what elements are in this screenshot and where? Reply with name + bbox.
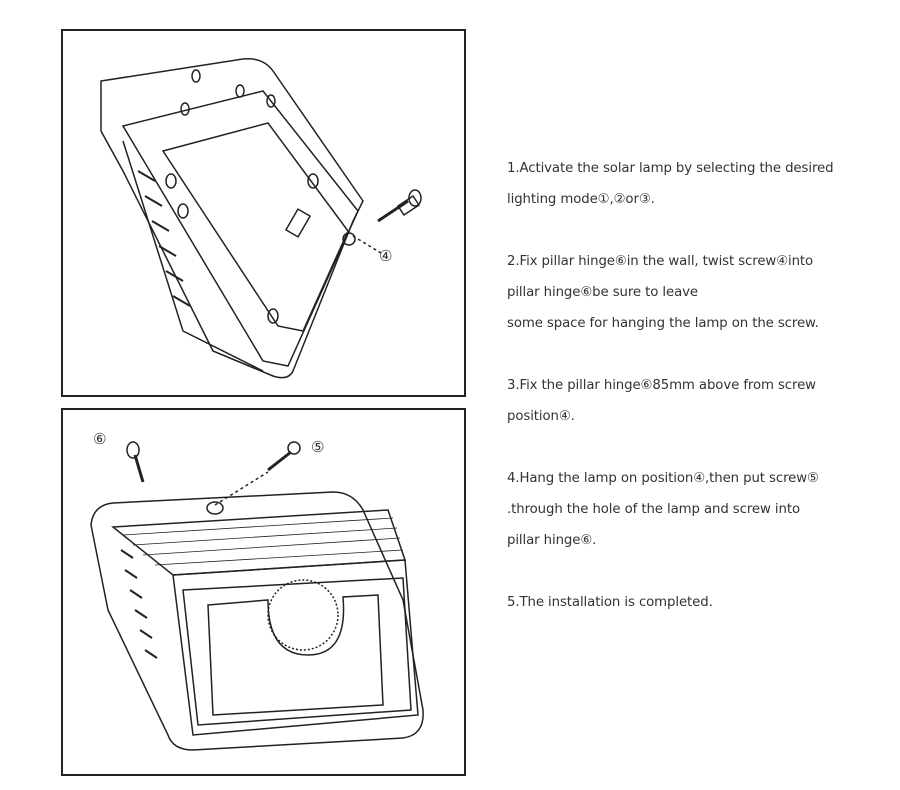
lamp-front-drawing [90,441,424,751]
lamp-back-drawing [100,58,422,379]
callout-screw-5: ⑤ [311,438,325,456]
figure-lamp-back-view: ④ [61,29,466,397]
instruction-line: position④. [507,409,575,424]
figure-lamp-front-view: ⑥ ⑤ [61,408,466,776]
instruction-line: pillar hinge⑥. [507,533,597,548]
instruction-line: 5.The installation is completed. [507,595,713,610]
instruction-line: some space for hanging the lamp on the s… [507,316,819,331]
instruction-line: .through the hole of the lamp and screw … [507,502,800,517]
instruction-line: lighting mode①,②or③. [507,192,655,207]
callout-screw-4: ④ [379,247,393,265]
instruction-line: 1.Activate the solar lamp by selecting t… [507,161,834,176]
instruction-line: 3.Fix the pillar hinge⑥85mm above from s… [507,378,816,393]
instruction-line: pillar hinge⑥be sure to leave [507,285,698,300]
instruction-line: 2.Fix pillar hinge⑥in the wall, twist sc… [507,254,814,269]
instruction-line: 4.Hang the lamp on position④,then put sc… [507,471,819,486]
callout-hinge-6: ⑥ [93,430,107,448]
